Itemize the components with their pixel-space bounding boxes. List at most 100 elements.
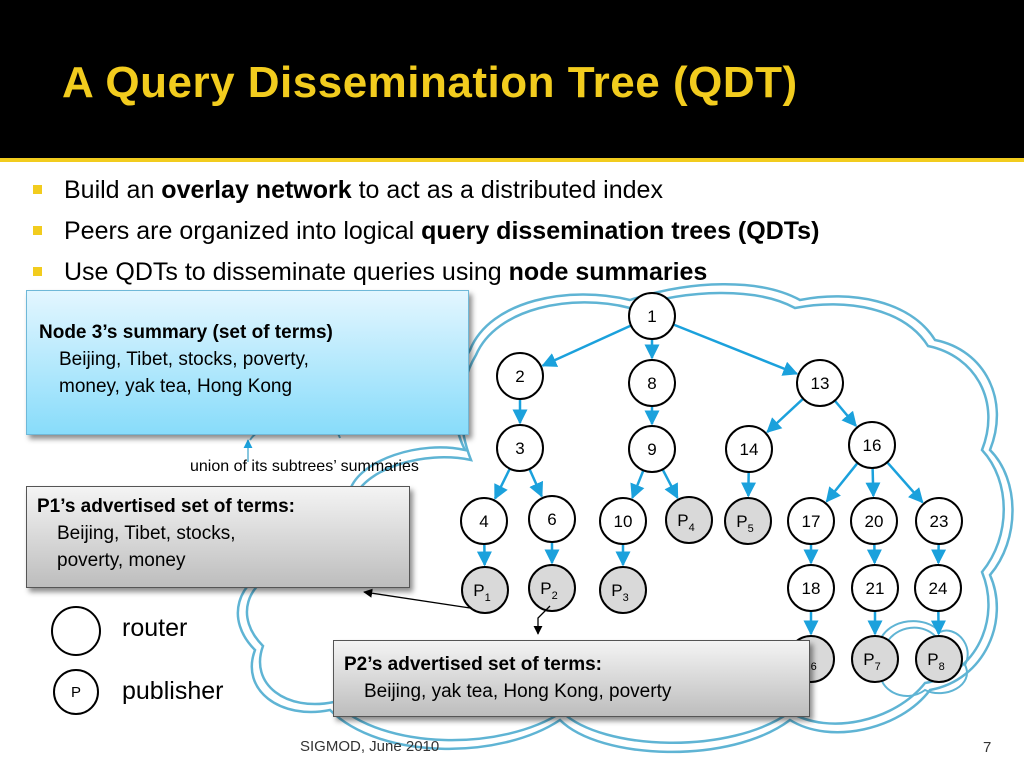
node-label: 14	[740, 440, 759, 459]
node-label: 24	[929, 579, 948, 598]
publisher-node-p5: P5	[724, 497, 772, 545]
node-circle	[628, 425, 676, 473]
router-node-r3: 3	[496, 424, 544, 472]
node-circle	[599, 497, 647, 545]
node-circle	[461, 566, 509, 614]
publisher-node-p4: P4	[665, 496, 713, 544]
router-node-r2: 2	[496, 352, 544, 400]
node-circle	[848, 421, 896, 469]
node-label: 23	[930, 512, 949, 531]
node-label: 20	[865, 512, 884, 531]
node-circle	[796, 359, 844, 407]
router-node-r24: 24	[914, 564, 962, 612]
p1-terms-line1: Beijing, Tibet, stocks,	[57, 523, 236, 544]
router-node-r9: 9	[628, 425, 676, 473]
router-node-r4: 4	[460, 497, 508, 545]
node-circle	[850, 497, 898, 545]
node3-summary-line2: money, yak tea, Hong Kong	[59, 376, 293, 397]
p1-terms-box: P1’s advertised set of terms: Beijing, T…	[26, 486, 410, 588]
union-label: union of its subtrees’ summaries	[190, 458, 419, 475]
node-label: 3	[515, 439, 524, 458]
node-circle	[915, 635, 963, 683]
publisher-node-p2: P2	[528, 564, 576, 612]
node-circle	[787, 497, 835, 545]
router-node-r18: 18	[787, 564, 835, 612]
router-node-r17: 17	[787, 497, 835, 545]
p2-terms-line1: Beijing, yak tea, Hong Kong, poverty	[364, 681, 672, 702]
slide-title: A Query Dissemination Tree (QDT)	[62, 58, 798, 107]
page-number: 7	[983, 739, 992, 756]
node-label: 13	[811, 374, 830, 393]
router-node-r14: 14	[725, 425, 773, 473]
node3-summary-line1: Beijing, Tibet, stocks, poverty,	[59, 349, 309, 370]
publisher-node-p3: P3	[599, 566, 647, 614]
bullet-item-2: Peers are organized into logical query d…	[32, 211, 819, 252]
p2-callout-arrow	[533, 605, 551, 635]
node-circle	[496, 352, 544, 400]
legend-symbols: P	[51, 606, 101, 715]
node-circle	[915, 497, 963, 545]
node-circle	[528, 564, 576, 612]
tree-edges	[476, 323, 947, 636]
node-subscript: 4	[689, 522, 695, 534]
node-label: 6	[547, 510, 556, 529]
node-circle	[599, 566, 647, 614]
publisher-node-p8: P8	[915, 635, 963, 683]
node-subscript: 1	[485, 592, 491, 604]
node3-summary-box: Node 3’s summary (set of terms) Beijing,…	[26, 290, 469, 435]
node-circle	[787, 564, 835, 612]
tree-edge-r9-p4	[661, 468, 679, 500]
node-circle	[460, 497, 508, 545]
node-circle	[914, 564, 962, 612]
bullet-text: Peers are organized into logical	[64, 217, 422, 245]
node-circle	[496, 424, 544, 472]
tree-edge-r16-r23	[886, 461, 924, 504]
node-circle	[628, 292, 676, 340]
node3-summary-heading: Node 3’s summary (set of terms)	[39, 322, 333, 343]
legend-router-label: router	[122, 614, 188, 642]
node-label: 10	[614, 512, 633, 531]
node-subscript: 3	[623, 592, 629, 604]
p2-terms-heading: P2’s advertised set of terms:	[344, 654, 603, 675]
router-node-r6: 6	[528, 495, 576, 543]
node-label: 17	[802, 512, 821, 531]
node-subscript: 8	[939, 661, 945, 673]
tree-nodes: 128133914164610172023182124P1P2P3P4P5P6P…	[460, 292, 963, 683]
tree-edge-r3-r6	[528, 468, 544, 498]
p1-terms-line2: poverty, money	[57, 550, 186, 571]
node-label: 16	[863, 436, 882, 455]
p1-terms-heading: P1’s advertised set of terms:	[37, 496, 296, 517]
legend-publisher-label: publisher	[122, 677, 224, 705]
node-label: 4	[479, 512, 488, 531]
tree-edge-r13-r16	[833, 399, 857, 427]
node-label: 18	[802, 579, 821, 598]
node-circle	[724, 497, 772, 545]
title-bar: A Query Dissemination Tree (QDT)	[0, 0, 1024, 158]
node-label: 1	[647, 307, 656, 326]
footer-text: SIGMOD, June 2010	[300, 738, 440, 755]
node-subscript: 7	[875, 661, 881, 673]
node-label: 2	[515, 367, 524, 386]
tree-edge-r16-r17	[825, 462, 859, 503]
tree-edge-r1-r13	[672, 323, 799, 376]
node-subscript: 5	[748, 523, 754, 535]
node-label: 9	[647, 440, 656, 459]
router-node-r13: 13	[796, 359, 844, 407]
node-circle	[851, 635, 899, 683]
node-label: 8	[647, 374, 656, 393]
bullet-list: Build an overlay network to act as a dis…	[32, 170, 819, 293]
router-node-r10: 10	[599, 497, 647, 545]
publisher-node-p1: P1	[461, 566, 509, 614]
router-node-r21: 21	[851, 564, 899, 612]
bullet-text: Use QDTs to disseminate queries using	[64, 258, 509, 286]
router-node-r20: 20	[850, 497, 898, 545]
bullet-bold: overlay network	[161, 176, 352, 204]
legend-publisher-symbol	[53, 669, 99, 715]
node-label: 21	[866, 579, 885, 598]
title-divider	[0, 158, 1024, 162]
node-circle	[528, 495, 576, 543]
tree-edge-r3-r4	[493, 468, 511, 500]
bullet-item-3: Use QDTs to disseminate queries using no…	[32, 252, 819, 293]
bullet-text: Build an	[64, 176, 162, 204]
